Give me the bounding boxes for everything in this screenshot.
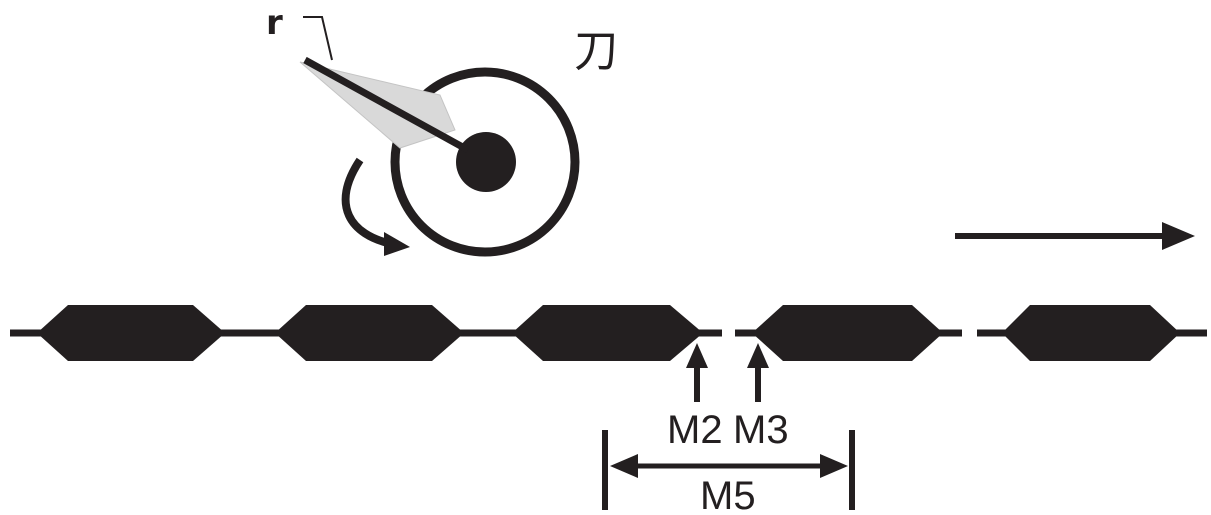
m2-marker-arrow bbox=[686, 343, 708, 402]
rotary-cutter bbox=[299, 56, 580, 257]
m3-marker-arrow bbox=[747, 343, 769, 402]
cutter-blade-arm bbox=[303, 56, 470, 154]
m2-label: M2 bbox=[667, 408, 723, 452]
m3-label: M3 bbox=[733, 408, 789, 452]
cutter-blade bbox=[299, 61, 456, 149]
pointer-label: r bbox=[266, 3, 283, 43]
blade-label: 刀 bbox=[574, 26, 618, 77]
strip-segment bbox=[752, 305, 943, 361]
rotation-arrow bbox=[341, 157, 410, 256]
m5-arrowhead-left bbox=[610, 454, 638, 478]
strip-segment bbox=[37, 305, 225, 361]
cutter-hub bbox=[456, 132, 516, 192]
strip-segment bbox=[512, 305, 703, 361]
strip-segment bbox=[275, 305, 464, 361]
m5-arrowhead-right bbox=[820, 454, 848, 478]
m5-label: M5 bbox=[700, 474, 756, 515]
strip-segment bbox=[1002, 305, 1180, 361]
pointer-leader-line bbox=[303, 16, 333, 61]
cutter-outer-ring bbox=[390, 67, 580, 257]
strip bbox=[10, 305, 1207, 361]
feed-direction-arrow bbox=[955, 222, 1195, 250]
m5-dimension bbox=[602, 430, 855, 510]
